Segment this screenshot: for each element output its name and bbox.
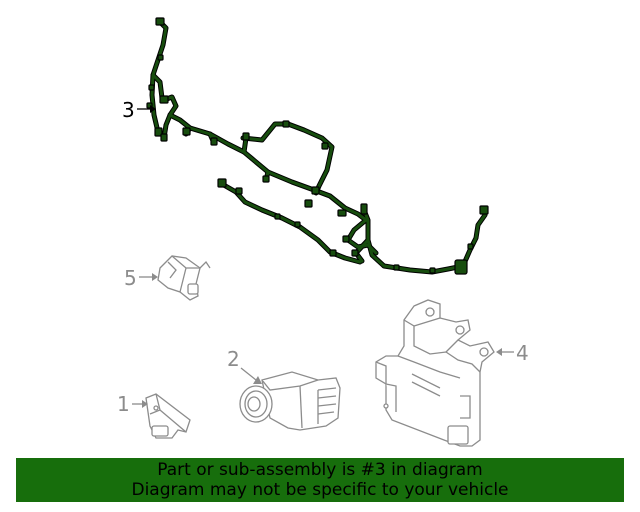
callout-3-label: 3 xyxy=(122,98,135,122)
notice-line-1: Part or sub-assembly is #3 in diagram xyxy=(157,460,483,480)
control-module-part-4[interactable] xyxy=(375,299,495,447)
callout-2-label: 2 xyxy=(227,347,240,371)
callout-5: 5 xyxy=(124,266,158,290)
callout-1-label: 1 xyxy=(117,392,130,416)
bracket-sensor-part-5[interactable] xyxy=(157,255,211,301)
callout-4: 4 xyxy=(496,341,529,365)
wiring-harness-part-3[interactable] xyxy=(146,17,489,275)
callout-3: 3 xyxy=(122,98,156,122)
callout-1: 1 xyxy=(117,392,148,416)
callout-5-label: 5 xyxy=(124,266,137,290)
notice-line-2: Diagram may not be specific to your vehi… xyxy=(131,480,509,500)
diagram-notice-banner: Part or sub-assembly is #3 in diagram Di… xyxy=(16,458,624,502)
clip-part-1[interactable] xyxy=(145,393,191,439)
callout-2: 2 xyxy=(227,347,262,384)
callout-4-label: 4 xyxy=(516,341,529,365)
parking-sensor-part-2[interactable] xyxy=(239,371,341,431)
